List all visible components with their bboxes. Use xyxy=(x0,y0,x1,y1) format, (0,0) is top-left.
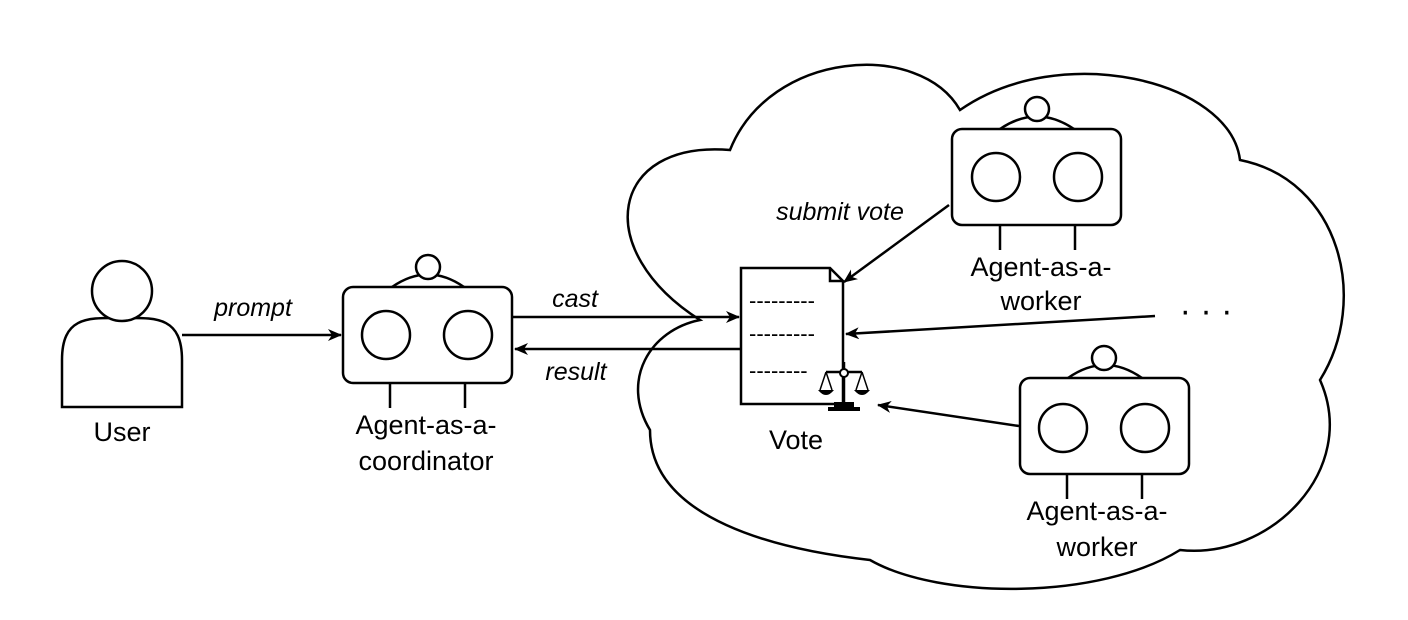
worker-bottom-robot-icon xyxy=(1018,344,1191,499)
result-edge-label: result xyxy=(545,358,607,386)
ellipsis-arrow xyxy=(845,314,1156,340)
coordinator-label-line2: coordinator xyxy=(358,446,493,476)
cast-edge-label: cast xyxy=(552,285,599,313)
worker-top-label-line2: worker xyxy=(999,286,1081,316)
coordinator-label-line1: Agent-as-a- xyxy=(355,410,496,440)
worker-top-robot-icon xyxy=(950,95,1123,250)
worker-bottom-label-line2: worker xyxy=(1055,532,1137,562)
worker-bottom-label-line1: Agent-as-a- xyxy=(1026,496,1167,526)
user-icon xyxy=(60,259,184,409)
vote-doc-line-3: -------- xyxy=(749,358,808,383)
worker-top-label-line1: Agent-as-a- xyxy=(970,252,1111,282)
document-icon xyxy=(739,266,845,406)
prompt-edge-label: prompt xyxy=(213,294,293,322)
scales-icon xyxy=(818,362,870,411)
submit-vote-edge-label: submit vote xyxy=(776,198,904,226)
vote-doc-line-2: --------- xyxy=(749,321,815,346)
user-label: User xyxy=(93,417,150,447)
vote-label: Vote xyxy=(769,425,823,455)
coordinator-robot-icon xyxy=(341,253,514,408)
ellipsis-label: · · · xyxy=(1180,292,1233,330)
vote-doc-line-1: --------- xyxy=(749,288,815,313)
submit-vote-arrow xyxy=(843,203,950,284)
worker-bottom-arrow xyxy=(877,400,1020,428)
